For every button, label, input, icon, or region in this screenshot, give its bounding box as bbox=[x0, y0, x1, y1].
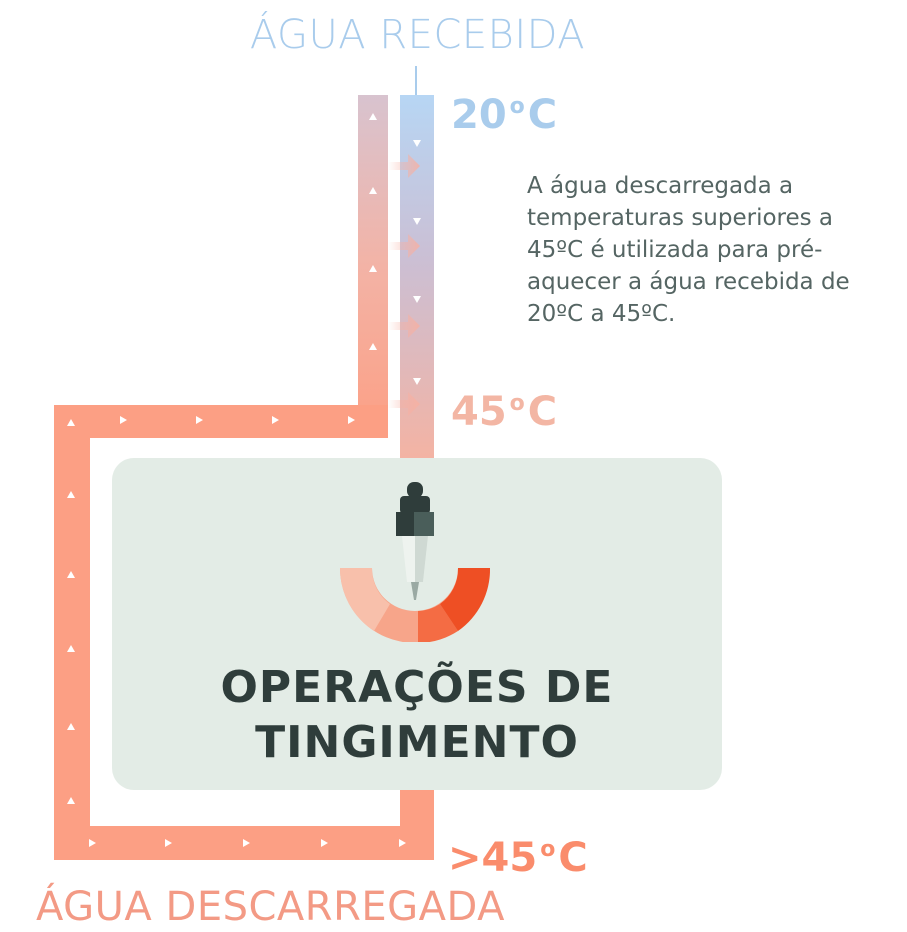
explanation-note: A água descarregada a temperaturas super… bbox=[527, 173, 850, 327]
dropper-icon bbox=[339, 482, 491, 642]
process-title-line1: OPERAÇÕES DE bbox=[220, 662, 614, 713]
flow-arrow-icon bbox=[67, 113, 421, 847]
heat-transfer-arrows bbox=[388, 154, 420, 416]
process-title-line2: TINGIMENTO bbox=[255, 717, 579, 768]
discharged-water-label: ÁGUA DESCARREGADA bbox=[36, 884, 505, 930]
process-title: OPERAÇÕES DE TINGIMENTO bbox=[112, 660, 722, 770]
color-arc-icon bbox=[339, 568, 491, 642]
incoming-water-label: ÁGUA RECEBIDA bbox=[249, 12, 586, 58]
incoming-pipe bbox=[400, 95, 434, 460]
